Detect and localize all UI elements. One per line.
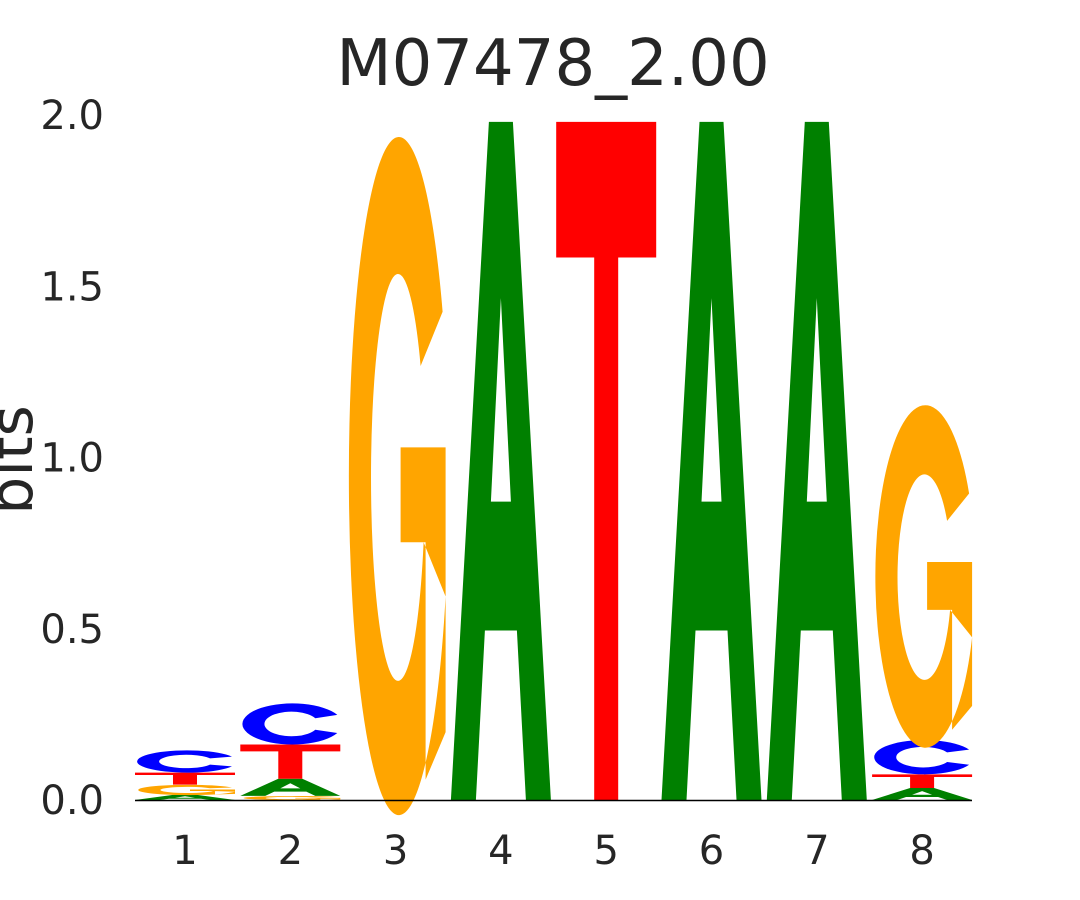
y-tick-label: 1.5 (40, 264, 104, 310)
logo-letter-T (135, 772, 235, 785)
x-tick-label: 5 (593, 828, 618, 874)
logo-letter-A (135, 794, 235, 800)
logo-letter-A (661, 121, 762, 801)
logo-stack-position-8 (872, 405, 973, 800)
y-tick-label: 0.0 (40, 778, 104, 824)
logo-letter-C (874, 740, 970, 775)
logo-letter-T (556, 121, 657, 801)
logo-letter-T (240, 744, 341, 779)
x-tick-label: 6 (699, 828, 724, 874)
chart-title: M07478_2.00 (336, 27, 769, 101)
y-axis-label: bits (0, 405, 47, 515)
x-tick-label: 8 (909, 828, 934, 874)
logo-letter-A (240, 778, 341, 796)
logo-letter-G (875, 405, 973, 748)
logo-letter-G (138, 784, 235, 796)
logo-letter-C (242, 703, 338, 745)
logo-letter-A (450, 121, 551, 801)
y-tick-label: 2.0 (40, 93, 104, 139)
logo-letter-T (872, 774, 973, 789)
logo-stack-position-2 (240, 703, 341, 801)
logo-letter-C (137, 750, 232, 773)
logo-stack-position-3 (348, 136, 446, 816)
logo-letter-A (872, 788, 973, 800)
x-tick-label: 2 (278, 828, 303, 874)
logo-stack-position-5 (556, 121, 657, 801)
logo-letter-G (243, 795, 341, 801)
x-tick-label: 1 (172, 828, 197, 874)
y-tick-label: 0.5 (40, 607, 104, 653)
logo-letter-G (348, 136, 446, 816)
logo-letter-A (766, 121, 867, 801)
x-tick-label: 7 (804, 828, 829, 874)
logo-stack-position-7 (766, 121, 867, 801)
x-tick-label: 4 (488, 828, 513, 874)
logo-stack-position-6 (661, 121, 762, 801)
logo-stack-position-1 (135, 750, 235, 800)
y-tick-label: 1.0 (40, 436, 104, 482)
logo-stack-position-4 (450, 121, 551, 801)
x-tick-label: 3 (383, 828, 408, 874)
